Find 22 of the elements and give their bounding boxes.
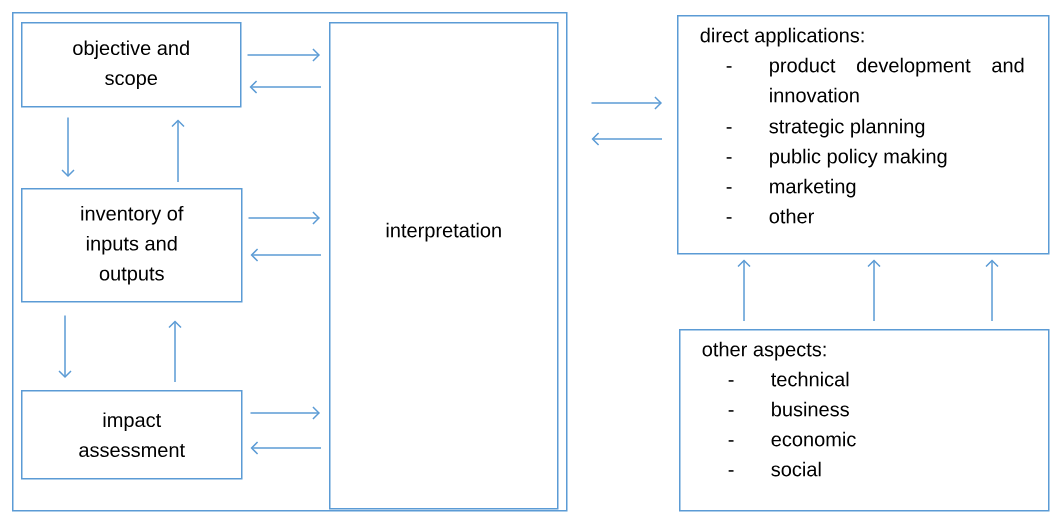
arrow xyxy=(58,314,72,378)
arrow xyxy=(61,116,75,177)
arrow xyxy=(250,441,322,455)
arrow xyxy=(591,132,663,146)
arrow xyxy=(250,248,322,262)
arrow xyxy=(985,259,999,322)
list-box: direct applications: - product development and innovation - strategic planning - public policy making - marketing - other xyxy=(677,15,1050,255)
list-box: other aspects: - technical - business - economic - social xyxy=(679,329,1050,512)
arrow xyxy=(171,119,185,183)
arrow xyxy=(590,96,662,110)
arrow xyxy=(867,259,881,322)
process-box: impact assessment xyxy=(21,390,243,480)
arrow xyxy=(168,320,182,383)
process-box: interpretation xyxy=(329,22,559,510)
process-box: objective and scope xyxy=(21,22,242,108)
framework-box xyxy=(12,12,568,512)
arrow xyxy=(247,211,320,225)
arrow xyxy=(249,406,320,420)
arrow xyxy=(737,259,751,322)
arrow xyxy=(246,48,320,62)
process-box: inventory of inputs and outputs xyxy=(21,188,243,303)
arrow xyxy=(249,80,322,94)
